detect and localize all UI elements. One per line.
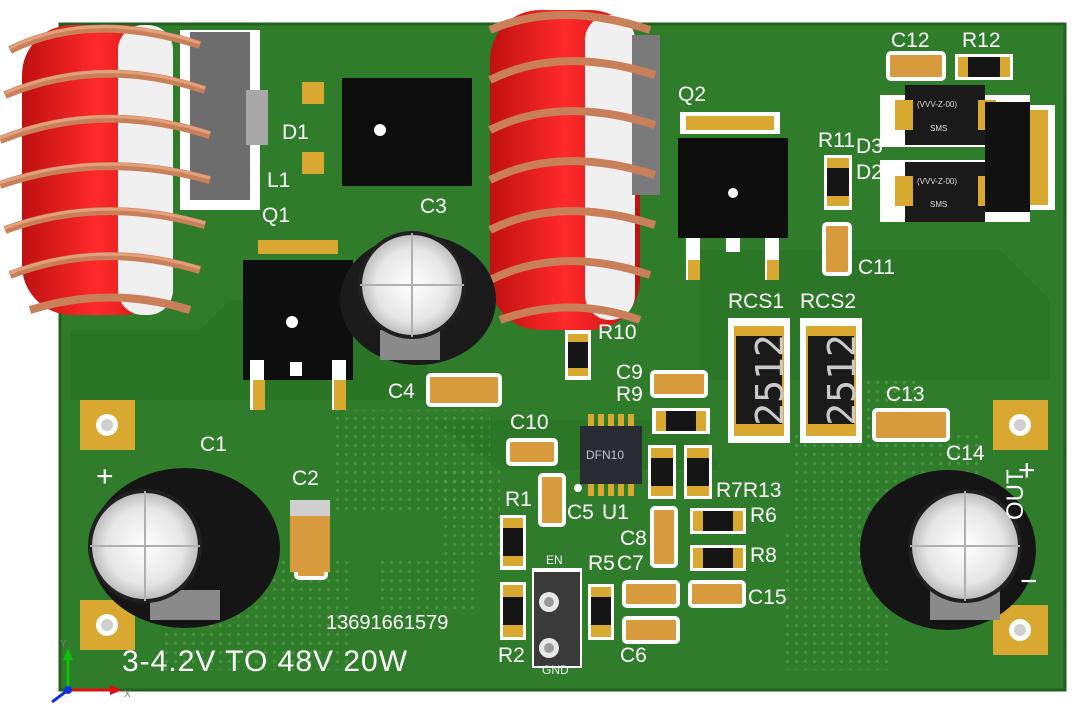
label-c8: C8 — [620, 527, 647, 550]
rcs1-marking: 2512 — [747, 334, 792, 426]
axis-x-label: X — [124, 689, 131, 700]
label-c14: C14 — [946, 442, 985, 465]
u1-marking: DFN10 — [586, 448, 625, 462]
label-d2: D2 — [856, 161, 883, 184]
capacitor-c1 — [88, 468, 280, 628]
axis-y-label: Y — [60, 639, 67, 650]
label-r8: R8 — [750, 544, 777, 567]
toroid-inductor-left — [0, 24, 212, 315]
label-c2: C2 — [292, 467, 319, 490]
label-rcs2: RCS2 — [800, 290, 857, 313]
d2-marking-top: (VVV-Z-00) — [917, 177, 958, 186]
rcs2-marking: 2512 — [819, 334, 864, 426]
label-c12: C12 — [891, 29, 930, 52]
capacitor-c14 — [860, 470, 1036, 630]
label-c3: C3 — [420, 195, 447, 218]
label-l1: L1 — [267, 169, 291, 192]
label-c10: C10 — [510, 411, 549, 434]
label-c7: C7 — [617, 552, 644, 575]
ic-u1 — [574, 414, 642, 496]
label-r9: R9 — [616, 383, 643, 406]
label-c1: C1 — [200, 433, 227, 456]
d3-marking-top: (VVV-Z-00) — [917, 100, 958, 109]
board-title: 3-4.2V TO 48V 20W — [122, 645, 409, 678]
mounting-pads — [80, 400, 1048, 655]
label-u1: U1 — [602, 501, 629, 524]
mosfet-q2 — [678, 112, 788, 280]
label-en: EN — [546, 553, 563, 567]
label-rcs1: RCS1 — [728, 290, 785, 313]
capacitor-c3 — [340, 231, 496, 365]
label-r1: R1 — [505, 488, 532, 511]
diodes-d2-d3 — [880, 85, 1055, 222]
smd-resistors — [500, 54, 1013, 640]
label-c4: C4 — [388, 380, 415, 403]
phone-number: 13691661579 — [326, 612, 449, 634]
label-r10: R10 — [598, 321, 637, 344]
label-c15: C15 — [748, 586, 787, 609]
label-r12: R12 — [962, 29, 1001, 52]
input-plus: + — [96, 460, 115, 493]
output-minus: − — [1020, 565, 1039, 598]
inductor-l1-body — [180, 30, 268, 210]
label-q2: Q2 — [678, 83, 707, 106]
mosfet-q1 — [243, 240, 353, 410]
current-sense-resistors — [728, 318, 862, 443]
d3-marking: SMS — [930, 124, 948, 133]
label-r11: R11 — [818, 129, 855, 152]
label-c13: C13 — [886, 383, 925, 406]
label-d3: D3 — [856, 135, 883, 158]
d2-marking: SMS — [930, 200, 948, 209]
label-c9: C9 — [616, 361, 643, 384]
diode-d1 — [302, 78, 472, 186]
label-r5: R5 — [588, 552, 615, 575]
label-c11: C11 — [858, 256, 895, 279]
output-plus: + — [1018, 454, 1037, 487]
output-label: OUT — [1002, 469, 1029, 520]
axis-triad — [51, 648, 122, 704]
label-r2: R2 — [498, 644, 525, 667]
label-q1: Q1 — [262, 204, 291, 227]
header-en-gnd — [532, 568, 582, 668]
label-r7r13: R7R13 — [716, 479, 782, 502]
label-gnd: GND — [542, 663, 569, 677]
label-c6: C6 — [620, 644, 647, 667]
label-d1: D1 — [282, 121, 309, 144]
label-c5: C5 — [567, 501, 594, 524]
label-r6: R6 — [750, 504, 777, 527]
toroid-inductor-center — [488, 10, 660, 330]
